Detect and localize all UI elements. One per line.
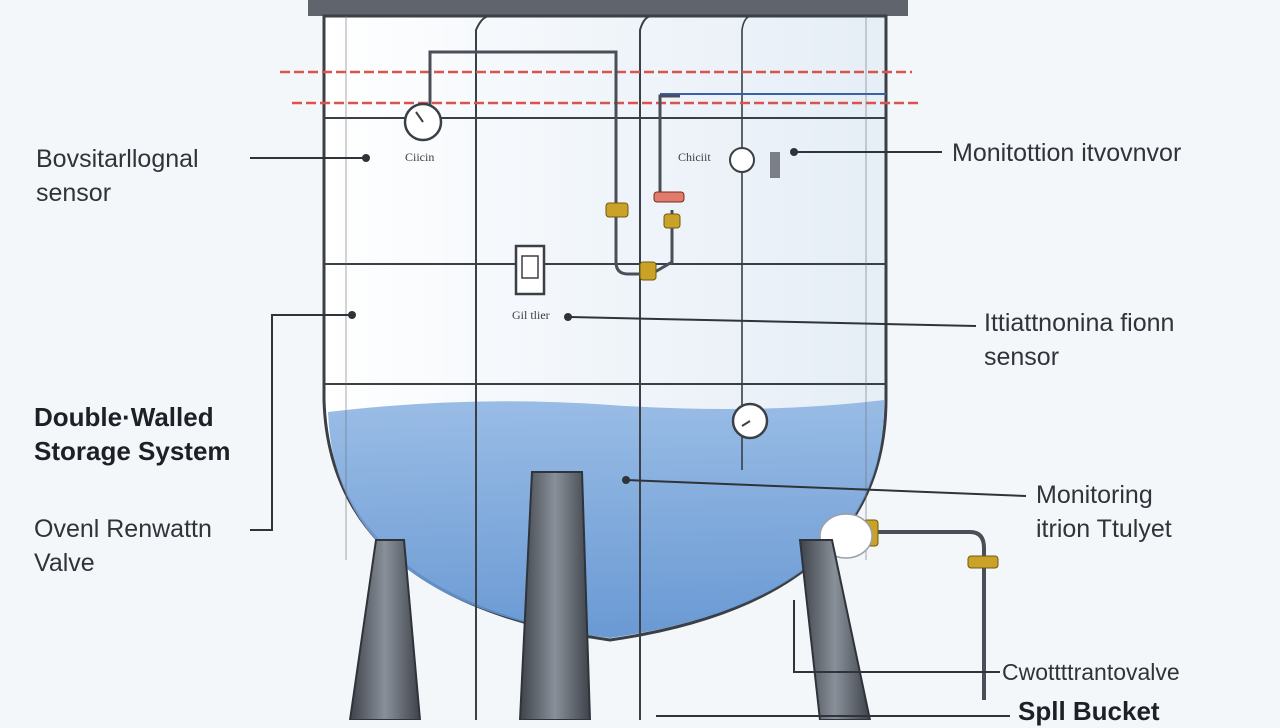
tank-leg-right — [798, 539, 872, 720]
label-overfill-valve-line1: Ovenl Renwattn — [34, 515, 212, 543]
label-double-walled-line1: Double·Walled — [34, 402, 214, 432]
fitting-4 — [653, 191, 685, 203]
valve-label: Chiciit — [678, 150, 711, 164]
sensor-pipe — [428, 50, 648, 276]
label-monitoring-top: Monitottion itvovnvor — [952, 136, 1181, 170]
tank-column-1 — [475, 15, 491, 720]
panel-label: Gil tlier — [512, 308, 550, 322]
label-spill-bucket: Spll Bucket — [1018, 694, 1160, 728]
tank-column-3 — [741, 15, 753, 470]
valve-stem — [770, 152, 780, 178]
label-monitoring-outlet-line2: itrion Ttulyet — [1036, 515, 1172, 543]
label-spill-bucket-line1: Spll Bucket — [1018, 696, 1160, 726]
gauge-left-label: Ciicin — [405, 150, 435, 164]
valve-wheel-icon — [729, 147, 755, 173]
outlet-valve — [967, 555, 999, 569]
tank-liquid — [328, 400, 884, 638]
label-monitoring-top-line1: Monitottion itvovnvor — [952, 139, 1182, 167]
label-valve-bottom: Cwottttrantovalve — [1002, 655, 1180, 689]
label-left-sensor-line1: Bovsitarllognal — [36, 145, 199, 173]
tank-column-2 — [639, 15, 653, 720]
label-monitoring-outlet: Monitoring itrion Ttulyet — [1036, 478, 1172, 546]
tank-leg-center — [518, 471, 592, 720]
label-interstitial-sensor-line2: sensor — [984, 343, 1060, 371]
label-left-sensor-line2: sensor — [36, 179, 112, 207]
panel-meter-screen — [521, 255, 539, 279]
label-monitoring-outlet-line1: Monitoring — [1036, 481, 1153, 509]
tank-lid — [308, 0, 908, 16]
fitting-1 — [605, 202, 629, 218]
fitting-3 — [639, 261, 657, 281]
fitting-2 — [663, 213, 681, 229]
label-overfill-valve-line2: Valve — [34, 549, 95, 577]
gauge-lower-needle — [741, 420, 751, 427]
label-valve-bottom-line1: Cwottttrantovalve — [1002, 659, 1180, 685]
sensor-pipe-2 — [658, 94, 680, 196]
callout-dots — [348, 148, 798, 484]
label-double-walled-line2: Storage System — [34, 436, 231, 466]
callouts — [250, 151, 1027, 717]
label-overfill-valve: Ovenl Renwattn Valve — [34, 512, 212, 580]
label-interstitial-sensor-line1: Ittiattnonina fionn — [984, 309, 1175, 337]
label-left-sensor: Bovsitarllognal sensor — [36, 142, 199, 210]
label-interstitial-sensor: Ittiattnonina fionn sensor — [984, 306, 1174, 374]
label-double-walled: Double·Walled Storage System — [34, 400, 231, 468]
gauge-left-needle — [415, 111, 424, 123]
outlet-pipe — [870, 530, 986, 700]
tank-leg-left — [348, 539, 422, 720]
